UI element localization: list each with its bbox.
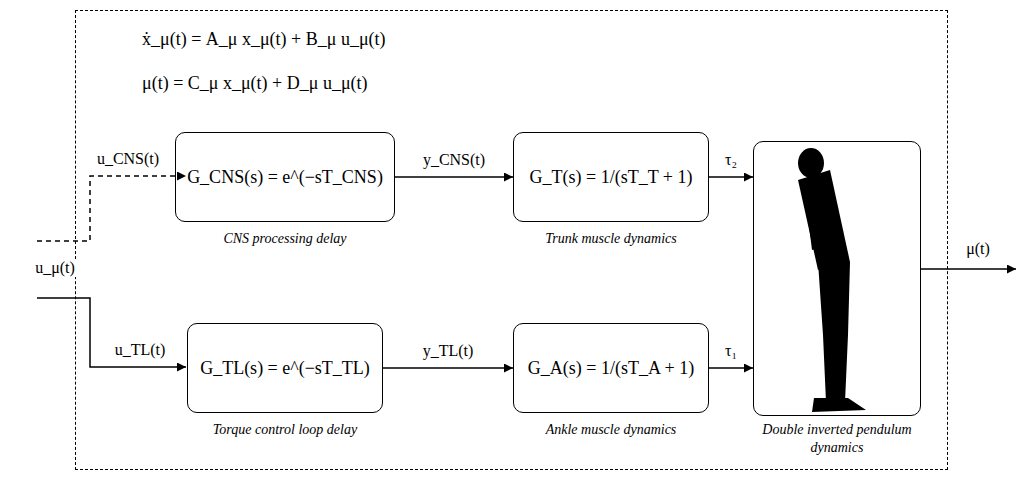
- muscle-block: G_A(s) = 1/(sT_A + 1)Ankle muscle dynami…: [513, 323, 709, 413]
- signal-name: τ₂: [723, 151, 739, 169]
- signal-name: μ(t): [964, 240, 992, 258]
- signal-name: u_TL(t): [113, 341, 168, 359]
- block-caption: Double inverted pendulum dynamics: [762, 421, 912, 457]
- block-caption: Torque control loop delay: [213, 422, 357, 438]
- legs-shape: [818, 262, 850, 402]
- signal-arrow: [709, 176, 753, 178]
- delay-block: G_TL(s) = e^(−sT_TL)Torque control loop …: [187, 323, 383, 413]
- human-silhouette: [798, 148, 866, 412]
- state-equation: ẋ_μ(t) = A_μ x_μ(t) + B_μ u_μ(t): [142, 29, 386, 50]
- signal-name: u_CNS(t): [95, 150, 161, 168]
- trunk-shape: [798, 170, 850, 270]
- signal-name: u_μ(t): [33, 259, 77, 277]
- signal-arrow: [709, 367, 753, 369]
- output-wire: [920, 268, 1016, 270]
- transfer-function: G_TL(s) = e^(−sT_TL): [200, 358, 370, 379]
- block-caption: Trunk muscle dynamics: [545, 231, 676, 247]
- system-boundary: ẋ_μ(t) = A_μ x_μ(t) + B_μ u_μ(t) μ(t) = C…: [75, 10, 948, 470]
- feet-shape: [812, 398, 866, 412]
- signal-name: τ₁: [723, 342, 739, 360]
- signal-name: y_TL(t): [421, 342, 476, 360]
- plant-block: Double inverted pendulum dynamics: [753, 141, 921, 416]
- transfer-function: G_A(s) = 1/(sT_A + 1): [528, 358, 694, 379]
- delay-block: G_CNS(s) = e^(−sT_CNS)CNS processing del…: [175, 132, 395, 222]
- signal-arrow: [383, 367, 513, 369]
- block-caption: Ankle muscle dynamics: [546, 422, 677, 438]
- input-wire-dashed: [37, 176, 186, 241]
- signal-name: y_CNS(t): [421, 151, 487, 169]
- transfer-function: G_CNS(s) = e^(−sT_CNS): [187, 167, 383, 188]
- arm-shape: [804, 184, 826, 250]
- block-caption: CNS processing delay: [223, 231, 346, 247]
- signal-arrow: [395, 176, 513, 178]
- muscle-block: G_T(s) = 1/(sT_T + 1)Trunk muscle dynami…: [513, 132, 709, 222]
- state-equation: μ(t) = C_μ x_μ(t) + D_μ u_μ(t): [142, 73, 368, 94]
- input-wire: [37, 298, 186, 367]
- transfer-function: G_T(s) = 1/(sT_T + 1): [530, 167, 693, 188]
